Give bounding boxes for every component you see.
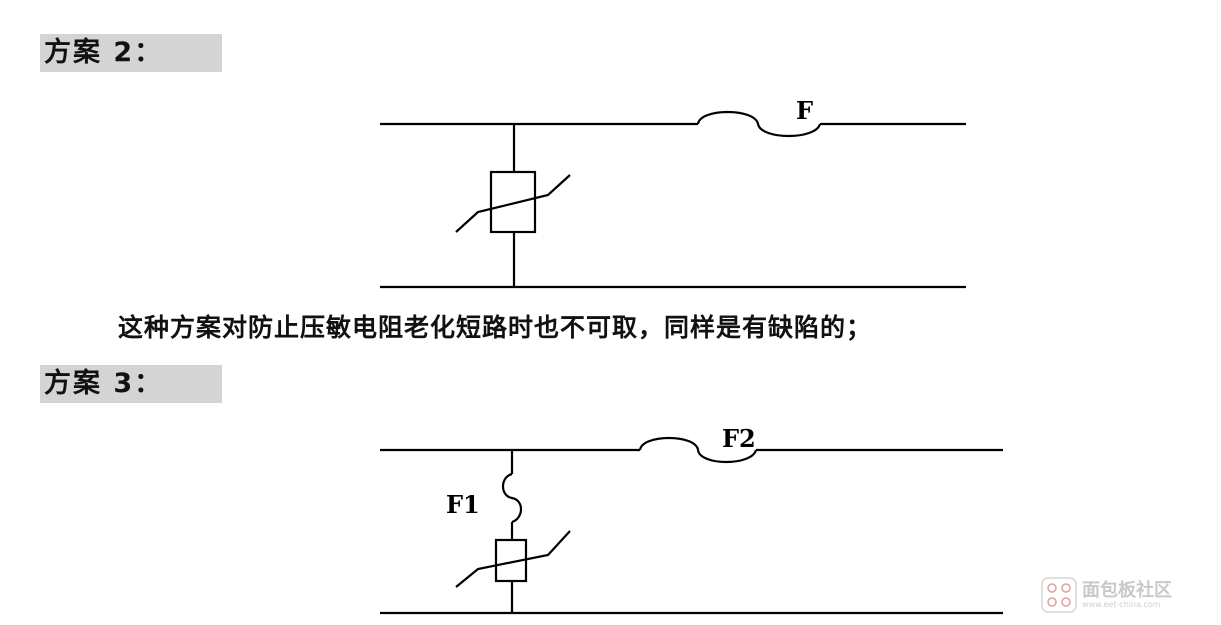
watermark-subtext: www.eet-china.com xyxy=(1082,600,1161,609)
scheme2-title: 方案 2： xyxy=(40,34,222,72)
watermark-text: 面包板社区 xyxy=(1082,580,1172,601)
scheme3-fuse-f1 xyxy=(501,472,523,524)
scheme2-varistor xyxy=(489,170,537,234)
scheme2-fuse-f xyxy=(696,110,822,138)
scheme3-fuse2-label: F2 xyxy=(722,424,756,453)
scheme2-circuit: F xyxy=(380,96,966,289)
scheme2-fuse-label: F xyxy=(796,96,813,125)
scheme3-fuse1-label: F1 xyxy=(446,490,480,519)
scheme2-varistor-slash xyxy=(455,174,571,233)
watermark-logo-icon xyxy=(1041,577,1077,613)
scheme3-circuit: F2 F1 xyxy=(380,424,1003,615)
scheme3-title: 方案 3： xyxy=(40,365,222,403)
scheme3-varistor-slash xyxy=(455,530,571,588)
scheme2-note: 这种方案对防止压敏电阻老化短路时也不可取，同样是有缺陷的； xyxy=(118,313,873,342)
watermark: 面包板社区 www.eet-china.com xyxy=(1040,576,1210,616)
scheme3-fuse-f2 xyxy=(638,436,758,464)
